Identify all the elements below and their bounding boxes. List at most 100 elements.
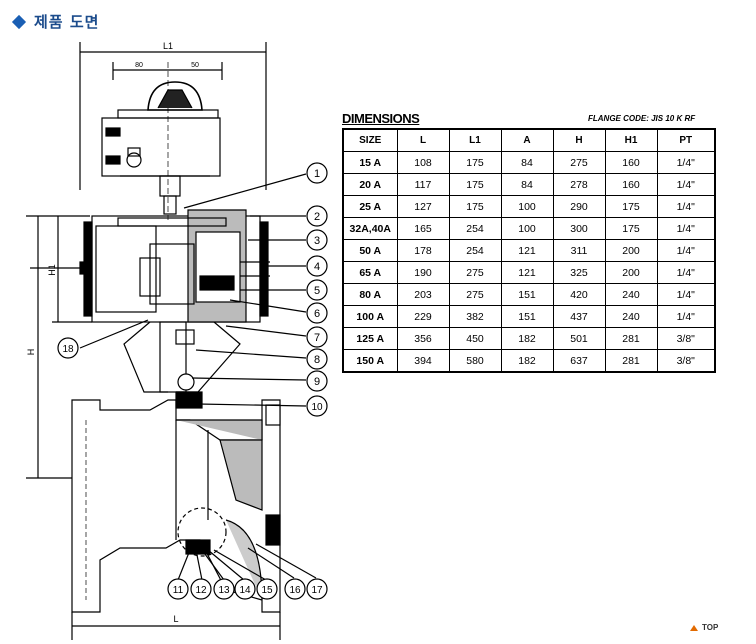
column-header-h1: H1 — [604, 128, 658, 152]
callout-10: 10 — [311, 402, 323, 413]
table-cell: 151 — [500, 283, 554, 306]
callout-17: 17 — [311, 585, 323, 596]
table-cell: 394 — [396, 349, 450, 373]
table-header-row: SIZE L L1 A H H1 PT — [342, 128, 716, 152]
table-cell: 175 — [604, 195, 658, 218]
table-cell: 150 A — [342, 349, 398, 373]
column-header-a: A — [500, 128, 554, 152]
table-cell: 382 — [448, 305, 502, 328]
callout-2: 2 — [314, 211, 320, 223]
table-cell: 311 — [552, 239, 606, 262]
table-cell: 356 — [396, 327, 450, 350]
flange-code-label: FLANGE CODE: JIS 10 K RF — [588, 114, 696, 123]
table-cell: 50 A — [342, 239, 398, 262]
section-title: 제품 도면 — [34, 13, 100, 31]
table-cell: 580 — [448, 349, 502, 373]
arrow-up-icon — [690, 624, 698, 631]
column-header-l1: L1 — [448, 128, 502, 152]
table-cell: 175 — [448, 151, 502, 174]
table-cell: 1/4" — [656, 305, 716, 328]
table-cell: 1/4" — [656, 283, 716, 306]
table-cell: 200 — [604, 239, 658, 262]
callout-14: 14 — [239, 585, 251, 596]
top-link[interactable]: TOP — [690, 623, 718, 632]
callout-9: 9 — [314, 376, 320, 388]
table-cell: 275 — [552, 151, 606, 174]
column-header-l: L — [396, 128, 450, 152]
table-cell: 175 — [448, 195, 502, 218]
callout-15: 15 — [261, 585, 273, 596]
dim-label-h: H — [26, 349, 36, 356]
table-cell: 278 — [552, 173, 606, 196]
table-cell: 325 — [552, 261, 606, 284]
dim-label-top-a: 80 — [135, 62, 143, 69]
table-cell: 175 — [448, 173, 502, 196]
table-cell: 437 — [552, 305, 606, 328]
callout-7: 7 — [314, 332, 320, 344]
table-cell: 175 — [604, 217, 658, 240]
table-cell: 300 — [552, 217, 606, 240]
table-cell: 100 A — [342, 305, 398, 328]
table-cell: 100 — [500, 217, 554, 240]
table-cell: 1/4" — [656, 239, 716, 262]
table-cell: 65 A — [342, 261, 398, 284]
table-cell: 84 — [500, 173, 554, 196]
table-cell: 100 — [500, 195, 554, 218]
table-cell: 15 A — [342, 151, 398, 174]
callout-4: 4 — [314, 261, 320, 273]
callouts — [57, 162, 328, 600]
table-cell: 25 A — [342, 195, 398, 218]
table-cell: 182 — [500, 327, 554, 350]
table-cell: 3/8" — [656, 349, 716, 373]
table-cell: 160 — [604, 173, 658, 196]
table-cell: 203 — [396, 283, 450, 306]
table-cell: 254 — [448, 217, 502, 240]
table-cell: 127 — [396, 195, 450, 218]
table-cell: 501 — [552, 327, 606, 350]
table-cell: 275 — [448, 261, 502, 284]
table-cell: 125 A — [342, 327, 398, 350]
table-cell: 254 — [448, 239, 502, 262]
table-cell: 1/4" — [656, 217, 716, 240]
table-cell: 121 — [500, 239, 554, 262]
callout-3: 3 — [314, 235, 320, 247]
table-cell: 190 — [396, 261, 450, 284]
table-cell: 420 — [552, 283, 606, 306]
table-cell: 281 — [604, 327, 658, 350]
table-cell: 240 — [604, 283, 658, 306]
table-cell: 1/4" — [656, 195, 716, 218]
table-cell: 178 — [396, 239, 450, 262]
dim-label-h1: H1 — [47, 264, 57, 276]
table-cell: 450 — [448, 327, 502, 350]
callout-1: 1 — [314, 168, 320, 180]
callout-13: 13 — [218, 585, 230, 596]
table-cell: 121 — [500, 261, 554, 284]
table-cell: 1/4" — [656, 151, 716, 174]
table-cell: 165 — [396, 217, 450, 240]
table-cell: 151 — [500, 305, 554, 328]
callout-6: 6 — [314, 308, 320, 320]
table-cell: 80 A — [342, 283, 398, 306]
table-cell: 200 — [604, 261, 658, 284]
table-cell: 108 — [396, 151, 450, 174]
table-cell: 117 — [396, 173, 450, 196]
column-header-size: SIZE — [342, 128, 398, 152]
table-cell: 3/8" — [656, 327, 716, 350]
dim-label-l: L — [173, 614, 178, 624]
column-header-h: H — [552, 128, 606, 152]
callout-12: 12 — [195, 585, 207, 596]
table-cell: 160 — [604, 151, 658, 174]
table-cell: 240 — [604, 305, 658, 328]
callout-8: 8 — [314, 354, 320, 366]
section-header: 제품 도면 — [11, 11, 100, 32]
